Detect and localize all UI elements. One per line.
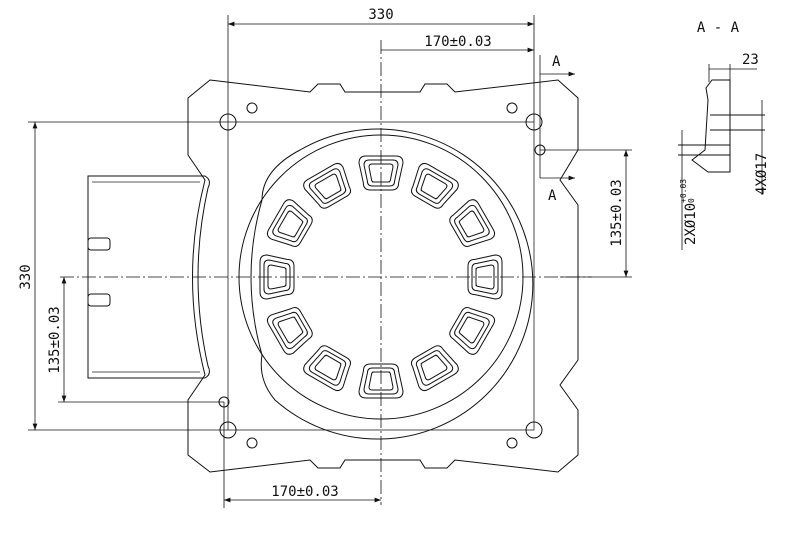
dim-left-height: 330 [18, 264, 34, 289]
flange-pocket [266, 306, 313, 355]
section-mark-top: A [552, 54, 561, 70]
dowel-hole-callout: 2XØ10 [683, 203, 699, 245]
flange-pocket [358, 363, 404, 399]
dim-bottom-offset: 170±0.03 [271, 484, 338, 500]
flange-pocket [266, 199, 313, 248]
bolt-hole-callout: 4XØ17 [754, 153, 770, 195]
flange-pocket [449, 306, 496, 355]
dim-thickness: 23 [742, 52, 759, 68]
section-title: A - A [697, 20, 740, 36]
flange-pocket [303, 345, 352, 392]
dim-top-offset: 170±0.03 [424, 34, 491, 50]
connector-block [87, 175, 210, 379]
plate-outline [187, 79, 579, 473]
flange-pocket [410, 345, 459, 392]
connector-pin [87, 293, 111, 307]
connector-pin [87, 237, 111, 251]
dim-left-offset: 135±0.03 [47, 306, 63, 373]
dim-top-width: 330 [368, 7, 393, 23]
flange-pocket [449, 199, 496, 248]
section-view: A - A 23 4XØ17 2XØ10 +0.03 0 [678, 20, 770, 250]
dimension-lines [28, 15, 632, 508]
rotary-flange [238, 128, 534, 440]
section-mark-bottom: A [548, 188, 557, 204]
flange-pocket [303, 162, 352, 209]
flange-pocket [259, 254, 295, 300]
flange-pocket [467, 254, 503, 300]
flange-pocket [410, 162, 459, 209]
dim-right-offset: 135±0.03 [609, 179, 625, 246]
flange-pocket [358, 155, 404, 191]
dowel-tol-lower: 0 [687, 198, 696, 203]
dowel-tol-upper: +0.03 [679, 179, 688, 203]
